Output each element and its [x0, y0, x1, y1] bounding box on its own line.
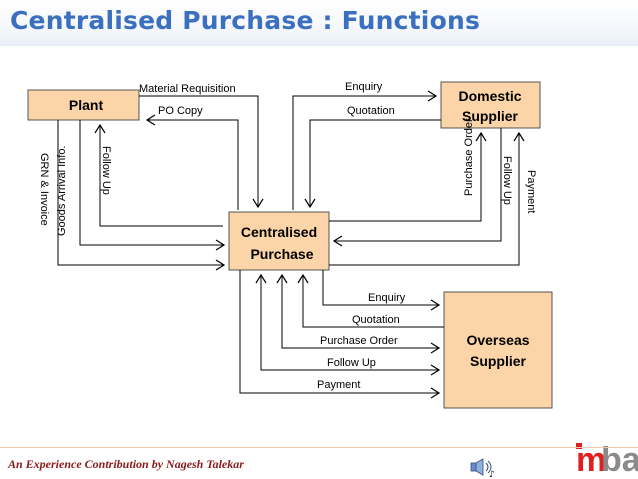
- flow-payment-domestic: Payment: [329, 131, 537, 266]
- node-overseas-label-2: Supplier: [470, 353, 527, 369]
- flow-material-requisition: Material Requisition: [139, 83, 264, 209]
- node-centralised-purchase: Centralised Purchase: [228, 211, 330, 271]
- flow-enquiry-domestic: Enquiry: [292, 81, 438, 210]
- flow-enquiry-overseas-label: Enquiry: [368, 292, 406, 304]
- node-plant: Plant: [27, 89, 140, 121]
- flow-quotation-overseas: Quotation: [297, 273, 444, 328]
- flow-purchase-order-overseas-label: Purchase Order: [320, 335, 398, 347]
- footer-divider: [0, 447, 638, 448]
- node-domestic-supplier: Domestic Supplier: [440, 81, 541, 129]
- flow-follow-up-domestic-label: Follow Up: [501, 156, 513, 205]
- flow-material-requisition-label: Material Requisition: [139, 83, 236, 95]
- flow-follow-up-overseas: Follow Up: [255, 273, 441, 376]
- flow-purchase-order-domestic: Purchase Order: [329, 118, 487, 222]
- flow-quotation-domestic: Quotation: [304, 105, 441, 209]
- flow-quotation-overseas-label: Quotation: [352, 314, 400, 326]
- node-domestic-label-1: Domestic: [458, 88, 521, 104]
- flow-po-copy: PO Copy: [145, 105, 239, 210]
- node-central-label-2: Purchase: [250, 246, 313, 262]
- flow-follow-up-overseas-label: Follow Up: [327, 357, 376, 369]
- flow-payment-overseas: Payment: [239, 270, 441, 399]
- flow-quotation-domestic-label: Quotation: [347, 105, 395, 117]
- page-title: Centralised Purchase : Functions: [10, 6, 481, 35]
- flow-grn-invoice-label: GRN & Invoice: [38, 153, 50, 226]
- node-overseas-label-1: Overseas: [466, 332, 529, 348]
- flow-plant-follow-up-label: Follow Up: [100, 146, 112, 195]
- flow-follow-up-domestic: Follow Up: [332, 128, 513, 247]
- flow-goods-arrival-label: Goods Arrival Info.: [56, 146, 68, 237]
- flow-enquiry-overseas: Enquiry: [322, 270, 441, 311]
- svg-text:♪: ♪: [489, 470, 495, 479]
- flow-purchase-order-overseas: Purchase Order: [276, 273, 441, 354]
- footer-credit: An Experience Contribution by Nagesh Tal…: [8, 457, 244, 471]
- node-overseas-supplier: Overseas Supplier: [443, 291, 553, 409]
- flow-payment-domestic-label: Payment: [525, 170, 537, 213]
- flow-grn-invoice: GRN & Invoice: [38, 120, 226, 271]
- flow-enquiry-domestic-label: Enquiry: [345, 81, 383, 93]
- flow-goods-arrival: Goods Arrival Info.: [56, 120, 226, 251]
- node-domestic-label-2: Supplier: [462, 108, 519, 124]
- speaker-icon[interactable]: ♪: [470, 458, 495, 479]
- node-plant-label: Plant: [69, 97, 104, 113]
- flow-purchase-order-domestic-label: Purchase Order: [463, 118, 475, 196]
- flow-po-copy-label: PO Copy: [158, 105, 203, 117]
- title-bar: Centralised Purchase : Functions: [0, 0, 638, 46]
- node-central-label-1: Centralised: [241, 224, 317, 240]
- flow-plant-follow-up: Follow Up: [94, 123, 223, 227]
- flow-payment-overseas-label: Payment: [317, 379, 360, 391]
